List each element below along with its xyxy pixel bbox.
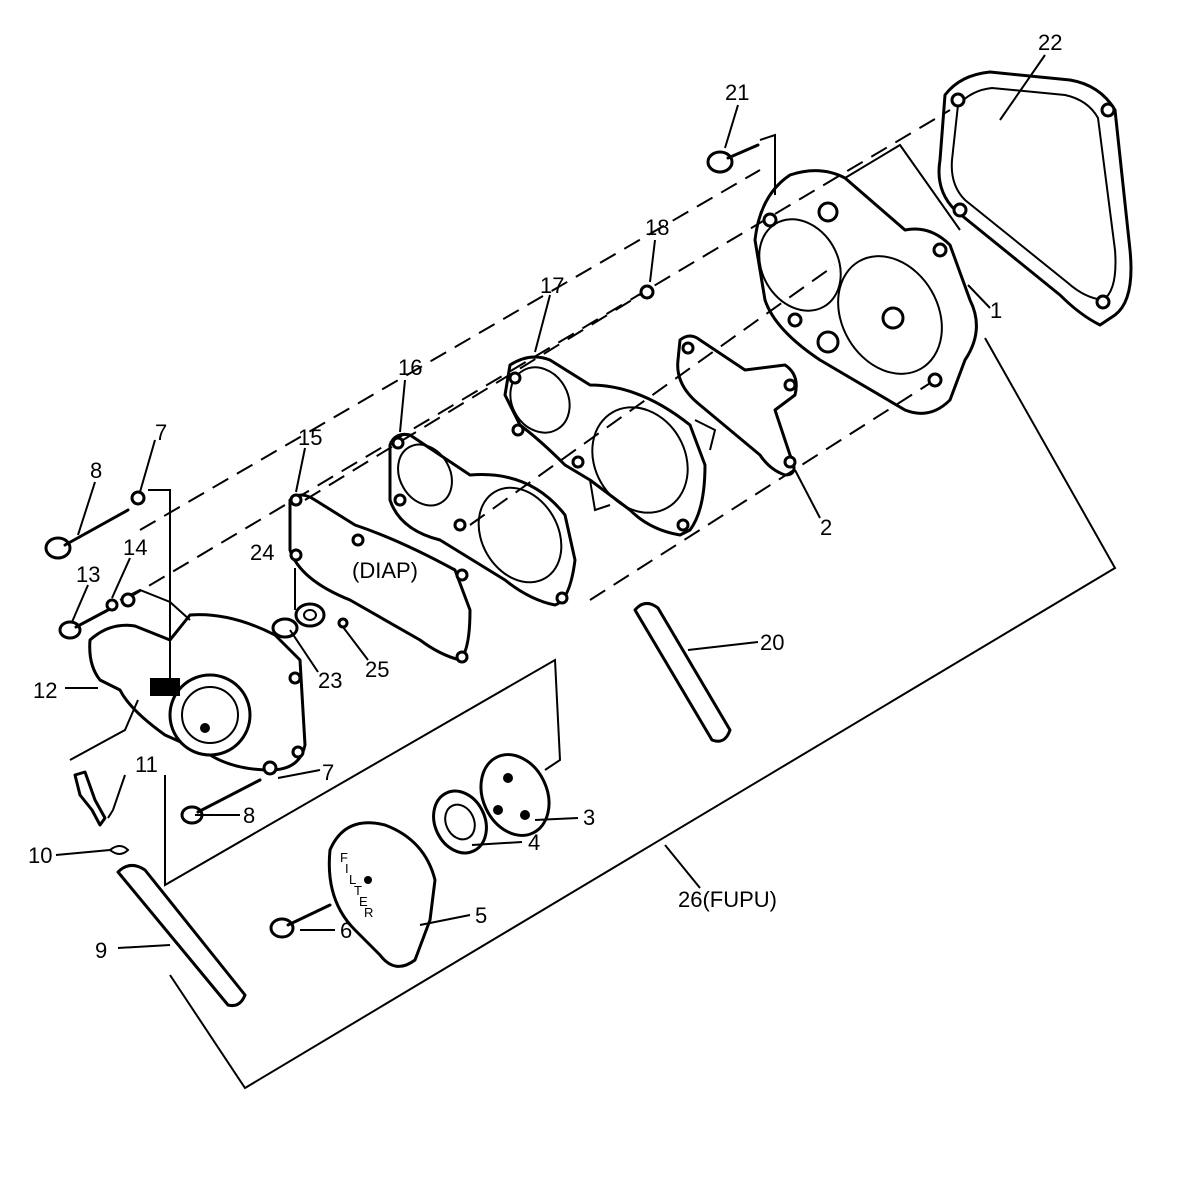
diaphragm-15 xyxy=(288,493,472,664)
callout-26: 26(FUPU) xyxy=(678,887,777,912)
callout-22: 22 xyxy=(1038,30,1062,55)
callout-11: 11 xyxy=(135,752,158,777)
callout-7-bottom: 7 xyxy=(322,760,334,785)
callouts: 22 21 18 17 16 15 1 2 7 8 14 13 24 (DIAP… xyxy=(28,30,1062,963)
callout-10: 10 xyxy=(28,843,52,868)
filter-letter: L xyxy=(349,872,356,887)
callout-2: 2 xyxy=(820,515,832,540)
callout-1: 1 xyxy=(990,298,1002,323)
filter-letter: R xyxy=(364,905,373,920)
screw-21 xyxy=(706,143,760,174)
hardware-23-24-25 xyxy=(271,602,349,639)
callout-7-top: 7 xyxy=(155,420,167,445)
callout-3: 3 xyxy=(583,805,595,830)
hose-20 xyxy=(633,602,732,743)
gasket-16 xyxy=(388,433,577,607)
callout-12: 12 xyxy=(33,678,57,703)
callout-18: 18 xyxy=(645,215,669,240)
assembly-bracket xyxy=(169,337,1117,1090)
callout-25: 25 xyxy=(365,657,389,682)
alignment-lines xyxy=(124,109,951,601)
screw-8-top xyxy=(44,508,130,560)
cover-17 xyxy=(503,355,717,537)
callout-15: 15 xyxy=(298,425,322,450)
pump-body-1 xyxy=(753,143,978,415)
hose-9 xyxy=(116,864,247,1007)
callout-9: 9 xyxy=(95,938,107,963)
callout-20: 20 xyxy=(760,630,784,655)
callout-8-bottom: 8 xyxy=(243,803,255,828)
filter-letter: I xyxy=(345,861,349,876)
screw-13 xyxy=(58,608,110,640)
washers-7-14-18 xyxy=(105,284,655,776)
plate-2 xyxy=(676,334,798,477)
filter-letter: T xyxy=(354,883,362,898)
callout-23: 23 xyxy=(318,668,342,693)
callout-21: 21 xyxy=(725,80,749,105)
callout-13: 13 xyxy=(76,562,100,587)
callout-diap: (DIAP) xyxy=(352,558,418,583)
clip-10 xyxy=(109,845,130,855)
callout-14: 14 xyxy=(123,535,147,560)
callout-16: 16 xyxy=(398,355,422,380)
filter-letter: E xyxy=(359,894,368,909)
callout-17: 17 xyxy=(540,273,564,298)
gasket-4 xyxy=(432,789,488,855)
leader-lines xyxy=(55,54,1046,949)
screw-6 xyxy=(269,903,332,939)
callout-24: 24 xyxy=(250,540,274,565)
filter-letter: F xyxy=(340,850,348,865)
callout-4: 4 xyxy=(528,830,540,855)
fitting-11 xyxy=(73,770,107,827)
callout-6: 6 xyxy=(340,918,352,943)
callout-5: 5 xyxy=(475,903,487,928)
filter-bowl-5: F I L T E R xyxy=(327,821,437,968)
pump-housing-12 xyxy=(88,588,307,772)
gasket-22 xyxy=(937,70,1133,327)
callout-8-top: 8 xyxy=(90,458,102,483)
strainer-3 xyxy=(479,753,551,837)
